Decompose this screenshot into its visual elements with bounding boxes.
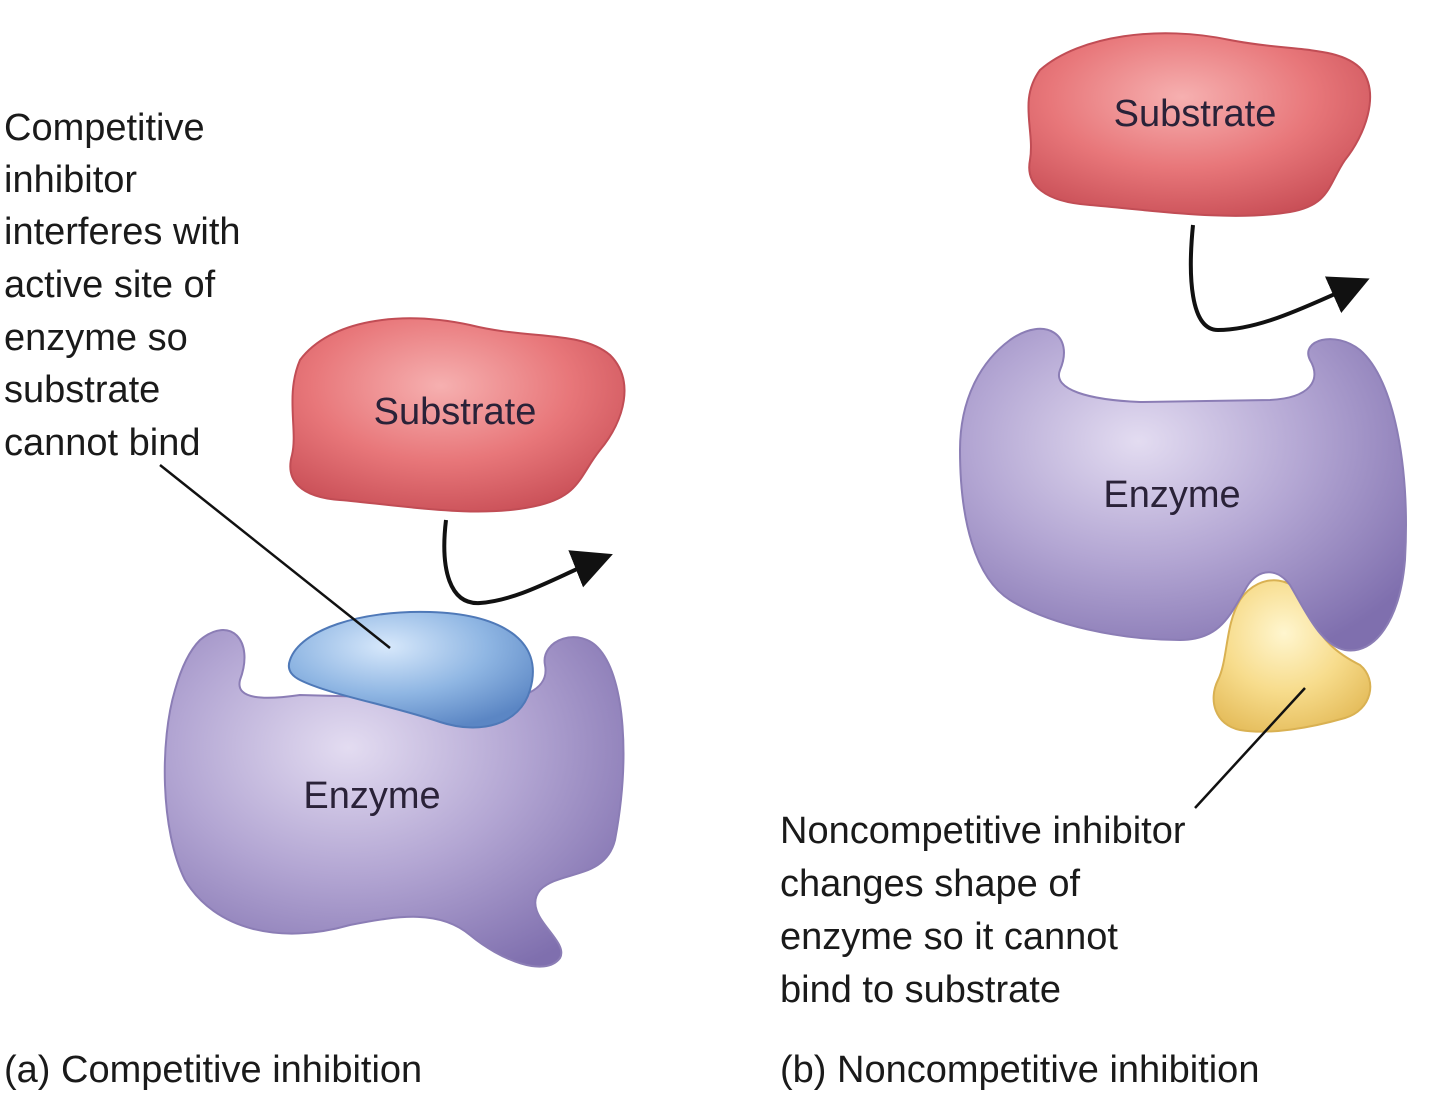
enzyme-b-shape [958, 327, 1407, 652]
panel-a-note-line: Competitive [4, 107, 205, 149]
leader-line-b [1194, 687, 1306, 809]
panel-b-note: Noncompetitive inhibitor changes shape o… [780, 810, 1186, 1011]
panel-a-note-line: substrate [4, 369, 160, 411]
enzyme-b-label: Enzyme [1103, 474, 1240, 516]
panel-b-note-line: Noncompetitive inhibitor [780, 810, 1186, 852]
substrate-a-shape [289, 317, 626, 513]
panel-b-note-line: changes shape of [780, 863, 1080, 905]
panel-a-note-line: active site of [4, 264, 216, 306]
leader-line-a [159, 464, 391, 649]
substrate-b-label: Substrate [1114, 93, 1277, 135]
panel-a [159, 317, 626, 968]
caption-a: (a) Competitive inhibition [4, 1049, 422, 1091]
enzyme-a-label: Enzyme [303, 775, 440, 817]
panel-a-note-line: inhibitor [4, 159, 137, 201]
panel-b [958, 32, 1407, 809]
panel-b-note-line: enzyme so it cannot [780, 916, 1118, 958]
arrow-b [1188, 224, 1370, 333]
panel-a-note: Competitive inhibitor interferes with ac… [4, 107, 241, 464]
caption-b: (b) Noncompetitive inhibition [780, 1049, 1259, 1091]
panel-a-note-line: cannot bind [4, 422, 201, 464]
arrow-a [442, 519, 613, 606]
panel-a-note-line: interferes with [4, 211, 241, 253]
competitive-inhibitor-shape [287, 610, 534, 729]
substrate-a-label: Substrate [374, 391, 537, 433]
panel-a-note-line: enzyme so [4, 317, 188, 359]
substrate-b-shape [1027, 32, 1371, 217]
panel-b-note-line: bind to substrate [780, 969, 1061, 1011]
